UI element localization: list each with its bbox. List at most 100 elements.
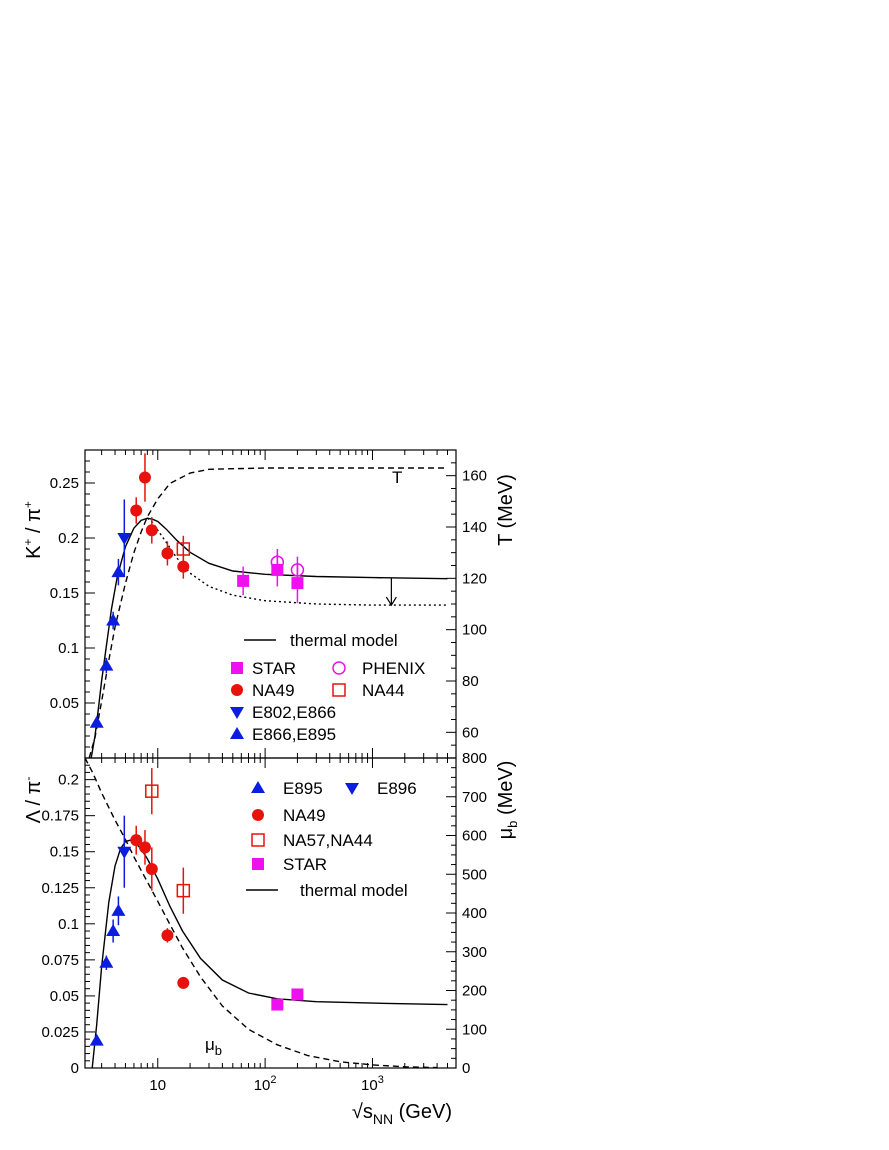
y2-tick-label: 120 [462, 570, 487, 587]
y-tick-label: 0.2 [58, 530, 79, 547]
temperature-curve-label: T [392, 468, 402, 487]
bottom-plot-frame [84, 757, 457, 1069]
legend-marker-e802-e866 [230, 707, 244, 719]
legend-label-star: STAR [283, 855, 327, 874]
x-tick-label: 10 [149, 1077, 166, 1094]
point-na49 [130, 834, 143, 847]
y-tick-label: 0.15 [50, 844, 79, 861]
legend-marker-na49 [231, 684, 243, 696]
point-phenix [270, 555, 285, 569]
y-tick-label: 0.175 [41, 808, 79, 825]
legend-label-thermal-model: thermal model [300, 881, 408, 900]
point-na49 [177, 560, 190, 573]
bottom-right-axis-label: μb (MeV) [495, 761, 520, 840]
legend-marker-na44 [332, 683, 346, 697]
y-tick-label: 0.075 [41, 952, 79, 969]
curve-dotted [146, 517, 448, 606]
point-star [237, 574, 250, 587]
top-panel: 0.05 0.1 0.15 0.2 0.25 60 80 100 120 140 160 therm… [21, 449, 517, 759]
y-tick-label: 0.25 [50, 475, 79, 492]
bottom-curves [84, 757, 448, 1069]
legend-marker-e896 [345, 783, 359, 795]
legend-label-e895: E895 [283, 779, 323, 798]
top-y-axis-label: K+ / π+ [21, 501, 45, 559]
point-na49 [177, 976, 190, 989]
top-points [89, 453, 305, 728]
point-e895 [106, 924, 121, 937]
y2-tick-label: 160 [462, 468, 487, 485]
legend-marker-na57-na44 [251, 833, 265, 847]
point-e895 [99, 955, 114, 968]
y2-tick-label: 100 [462, 1021, 487, 1038]
curve-t [88, 467, 448, 759]
legend-marker-na49 [252, 809, 264, 821]
point-na49 [130, 504, 143, 517]
top-right-axis-label: T (MeV) [495, 474, 517, 546]
legend-marker-e895 [251, 781, 265, 793]
y-tick-label: 0.15 [50, 585, 79, 602]
legend-label-e802-e866: E802,E866 [252, 703, 336, 722]
x-tick-label: 103 [361, 1074, 384, 1094]
y2-tick-label: 100 [462, 622, 487, 639]
y2-tick-label: 200 [462, 983, 487, 1000]
y2-tick-label: 60 [462, 724, 479, 741]
legend-label-e866-e895: E866,E895 [252, 725, 336, 744]
y2-tick-label: 400 [462, 905, 487, 922]
x-axis-label: √sNN (GeV) [352, 1101, 452, 1127]
arrow-head [385, 596, 397, 607]
y2-tick-label: 800 [462, 750, 487, 767]
legend-marker-phenix [332, 661, 346, 675]
legend-label-na49: NA49 [283, 806, 326, 825]
point-e895 [111, 903, 126, 916]
point-na57-na44 [176, 883, 191, 898]
curve-b [84, 757, 438, 1069]
point-star [271, 998, 284, 1011]
point-na49 [161, 547, 174, 560]
legend-marker-star [231, 662, 243, 674]
point-na57-na44 [145, 784, 159, 798]
y2-tick-label: 140 [462, 519, 487, 536]
point-na49 [138, 471, 151, 484]
curve-thermal-model [91, 839, 448, 1069]
legend-marker-e866-e895 [230, 727, 244, 739]
point-phenix [290, 563, 305, 577]
legend-label-phenix: PHENIX [362, 659, 425, 678]
legend-label-star: STAR [252, 659, 296, 678]
y2-tick-label: 500 [462, 866, 487, 883]
legend-label-na44: NA44 [362, 681, 405, 700]
y-tick-label: 0.125 [41, 880, 79, 897]
legend-label-na57-na44: NA57,NA44 [283, 831, 373, 850]
point-na49 [145, 524, 158, 537]
y-tick-label: 0.05 [50, 695, 79, 712]
point-na49 [138, 841, 151, 854]
y-tick-label: 0.025 [41, 1024, 79, 1041]
y2-tick-label: 80 [462, 673, 479, 690]
bottom-y-axis-label: Λ / π- [21, 777, 45, 824]
point-e866-e895 [99, 658, 114, 671]
y2-tick-label: 600 [462, 828, 487, 845]
y2-tick-label: 300 [462, 944, 487, 961]
y2-tick-label: 700 [462, 789, 487, 806]
y-tick-label: 0.1 [58, 640, 79, 657]
bottom-points [89, 768, 304, 1046]
point-na44 [176, 542, 191, 556]
point-e866-e895 [89, 715, 104, 728]
mub-curve-label: μb [205, 1035, 222, 1058]
legend-marker-star [252, 858, 264, 870]
y-tick-label: 0 [71, 1060, 79, 1077]
y2-tick-label: 0 [462, 1060, 470, 1077]
y-tick-label: 0.2 [58, 772, 79, 789]
top-ticks: 0.05 0.1 0.15 0.2 0.25 60 80 100 120 140 160 [50, 449, 487, 759]
point-na49 [161, 929, 174, 942]
point-na49 [145, 863, 158, 876]
point-e866-e895 [111, 565, 126, 578]
point-e895 [89, 1033, 104, 1046]
point-e802-e866 [117, 533, 132, 545]
x-tick-label: 102 [254, 1074, 277, 1094]
y-tick-label: 0.1 [58, 916, 79, 933]
legend-label-thermal-model: thermal model [290, 631, 398, 650]
